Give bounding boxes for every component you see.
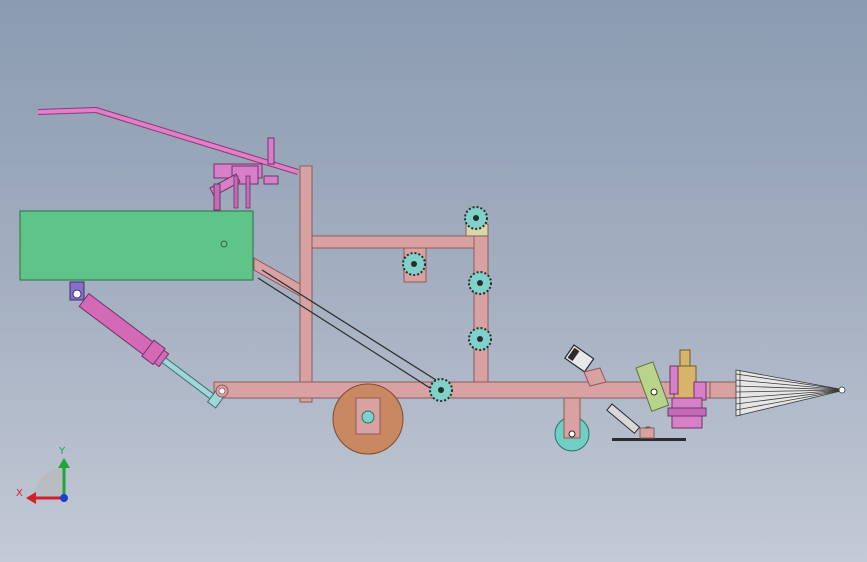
sprocket-right-upper xyxy=(468,271,492,295)
x-axis-label: X xyxy=(16,488,23,499)
hopper-stack xyxy=(667,349,707,429)
sprocket-bottom xyxy=(429,378,453,402)
press-wheel[interactable] xyxy=(554,397,590,452)
rail-end-cap xyxy=(709,381,741,399)
seed-tube xyxy=(606,361,670,438)
cone-spreader xyxy=(735,369,846,417)
drive-chain xyxy=(257,269,437,389)
metering-motor xyxy=(563,344,607,387)
coordinate-triad: Y X xyxy=(16,446,70,504)
seed-tank[interactable] xyxy=(19,210,254,281)
hydraulic-cylinder[interactable] xyxy=(69,281,229,410)
y-axis-label: Y xyxy=(58,446,66,457)
handle-bracket xyxy=(209,137,279,211)
sprocket-top xyxy=(464,206,488,230)
sprocket-right-lower xyxy=(468,327,492,351)
sprocket-tab xyxy=(402,252,426,276)
push-handle[interactable] xyxy=(37,107,299,175)
furrow-opener xyxy=(612,427,686,441)
drive-wheel[interactable] xyxy=(332,383,404,455)
